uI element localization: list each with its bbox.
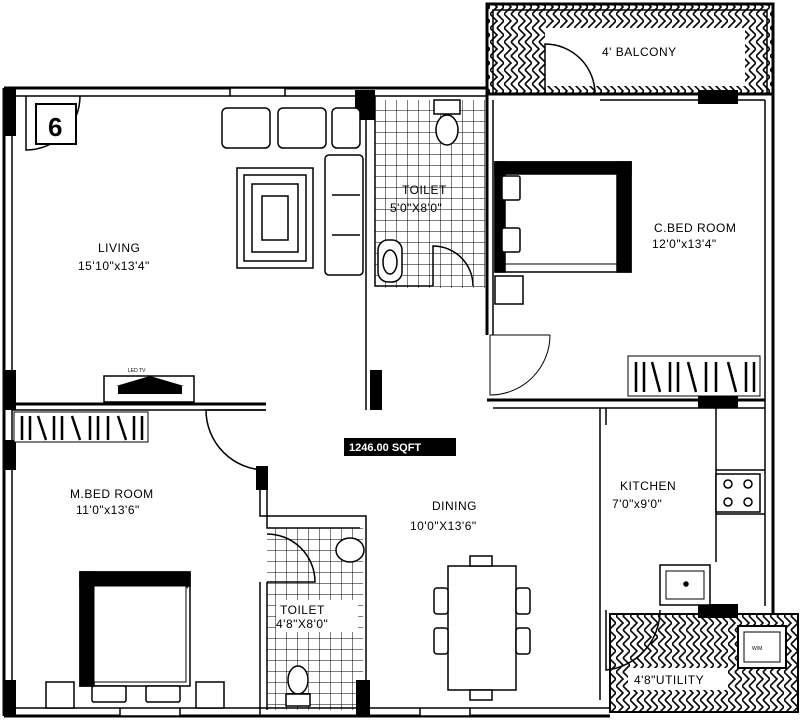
wardrobe-1 — [13, 411, 149, 443]
master-door — [205, 409, 267, 471]
wm-label: W/M — [752, 646, 762, 652]
dining-table — [433, 555, 531, 701]
mbed-name: M.BED ROOM — [70, 487, 154, 501]
balcony-label: 4' BALCONY — [602, 45, 677, 59]
kitchen-name: KITCHEN — [620, 479, 676, 493]
balcony-door — [544, 43, 596, 95]
cbed-bed — [494, 161, 632, 305]
master-bed — [45, 571, 225, 709]
toilet1-size: 5'0"X8'0" — [390, 201, 442, 215]
unit-badge: 6 — [35, 103, 77, 145]
kitchen-fixtures — [659, 473, 761, 606]
area-badge: 1246.00 SQFT — [344, 438, 456, 456]
mbed-size: 11'0"x13'6" — [76, 503, 140, 517]
cbed-name: C.BED ROOM — [654, 221, 736, 235]
toilet2-size: 4'8"X8'0" — [276, 617, 328, 631]
living-name: LIVING — [98, 241, 140, 255]
cbed-size: 12'0"x13'4" — [652, 237, 717, 251]
toilet2-name: TOILET — [280, 603, 325, 617]
windows — [119, 87, 471, 717]
utility — [609, 613, 799, 713]
balcony — [485, 2, 775, 96]
kitchen-size: 7'0"x9'0" — [612, 497, 662, 511]
toilet1-door — [432, 245, 474, 287]
unit-number: 6 — [48, 112, 62, 142]
area-label: 1246.00 SQFT — [349, 442, 421, 454]
toilet2-fixtures — [285, 537, 365, 707]
dining-name: DINING — [432, 499, 477, 513]
toilet1-name: TOILET — [402, 183, 447, 197]
utility-label: 4'8"UTILITY — [634, 673, 704, 687]
dining-size: 10'0"X13'6" — [410, 519, 477, 533]
carpet — [236, 167, 314, 269]
toilet2-door — [266, 533, 316, 583]
living-furniture — [221, 107, 364, 276]
tv-label: LED TV — [128, 368, 146, 374]
toilet2-label-bg — [276, 600, 358, 632]
wardrobe-2 — [627, 355, 761, 397]
bedroom-door — [489, 334, 551, 396]
doors — [25, 95, 661, 671]
utility-door — [605, 609, 661, 671]
tv-unit: LED TV — [103, 368, 195, 403]
toilet1-fixtures — [377, 99, 461, 283]
columns — [4, 88, 738, 716]
living-size: 15'10"x13'4" — [78, 259, 150, 273]
washing-machine — [737, 625, 787, 669]
